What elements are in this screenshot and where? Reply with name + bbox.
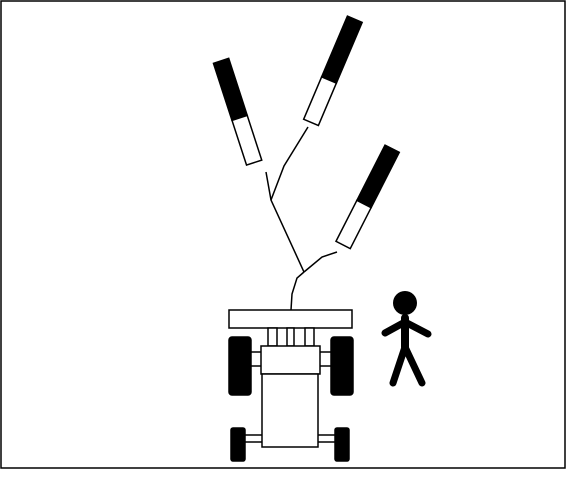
boom-branch-right: [303, 251, 338, 273]
tractor-front-body: [260, 345, 321, 375]
nozzle-left-dark: [212, 57, 249, 122]
nozzle-middle-dark: [320, 15, 364, 85]
nozzle-left-light: [231, 114, 263, 167]
person-arm-left: [381, 318, 409, 337]
boom-branch-left: [265, 171, 305, 273]
front-wheel-right: [330, 336, 354, 396]
nozzle-right-light: [334, 199, 373, 250]
person-icon: [381, 291, 432, 387]
tractor-vehicle: [228, 309, 354, 462]
boom-arm: [265, 126, 338, 311]
spray-nozzle-left: [212, 57, 263, 167]
nozzle-middle-light: [302, 75, 338, 127]
nozzle-right-dark: [355, 144, 401, 209]
rear-wheel-left: [230, 427, 246, 462]
rear-wheel-right: [334, 427, 350, 462]
spray-nozzle-middle: [302, 15, 364, 127]
boom-branch-middle: [270, 126, 309, 201]
person-leg-right: [401, 343, 426, 387]
boom-trunk: [290, 271, 305, 311]
front-wheel-left: [228, 336, 252, 396]
tractor-connector-1: [267, 327, 278, 347]
person-leg-left: [389, 343, 409, 387]
tractor-front-bar: [228, 309, 353, 329]
tractor-connector-3: [304, 327, 315, 347]
tractor-rear-body: [261, 373, 319, 448]
person-arm-right: [401, 318, 432, 338]
person-head: [393, 291, 417, 315]
tractor-connector-2: [286, 327, 295, 347]
spray-nozzle-right: [334, 144, 401, 250]
